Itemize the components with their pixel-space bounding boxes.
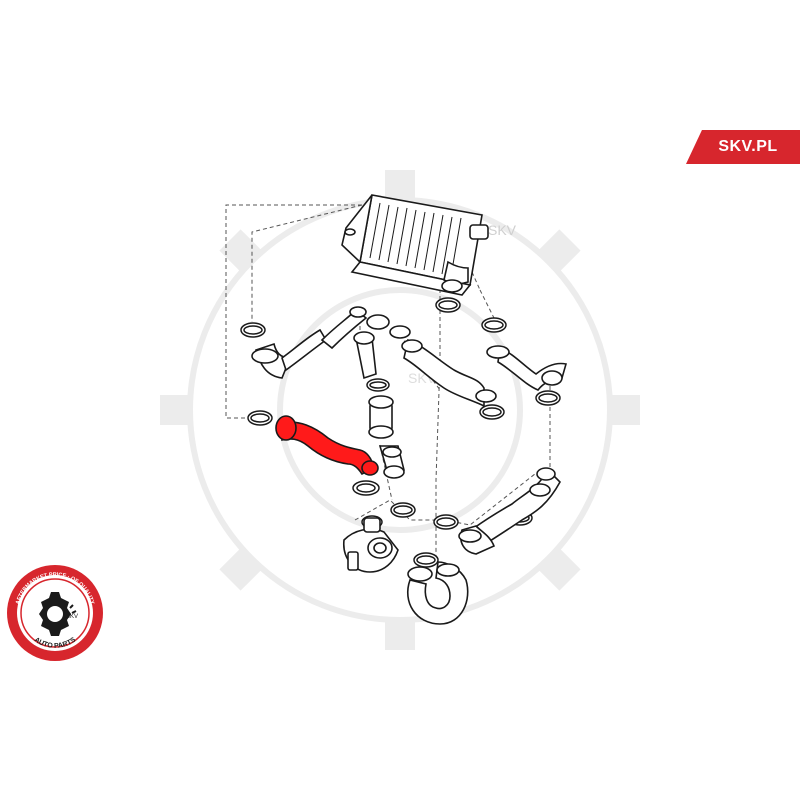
highlighted-hose [275,415,379,476]
highlighted-hose-end-right [361,460,379,476]
clamp-9 [433,514,459,530]
seal-center-text: SKV [66,614,78,620]
skv-seal-logo: AFTERMARKET PRICE · OE QUALITY SKV AUTO … [7,565,103,661]
clamp-4 [247,410,273,426]
hose-lower-right [458,467,561,555]
hose-upper-right-1 [401,338,497,408]
brand-tag[interactable]: SKV.PL [686,130,800,164]
sensor-pipe [353,331,405,479]
clamp-8 [390,502,416,518]
hose-upper-right-2 [486,345,568,391]
hose-lower-bend [406,561,469,625]
clamp-1 [240,322,266,338]
brand-label: SKV.PL [718,138,778,155]
hoses [251,306,568,625]
highlighted-hose-body [279,421,375,476]
clamp-6 [479,404,505,420]
hose-upper-center [320,306,411,350]
intercooler [341,194,489,296]
clamp-2 [435,297,461,313]
throttle-valve [343,517,399,573]
clamp-11 [366,378,390,392]
highlighted-hose-end-left [275,415,297,441]
clamp-3 [481,317,507,333]
clamp-5 [535,390,561,406]
watermark-text: SKV [488,222,517,238]
hose-upper-left [251,328,328,379]
clamp-12 [413,552,439,568]
clamp-7 [352,480,380,496]
